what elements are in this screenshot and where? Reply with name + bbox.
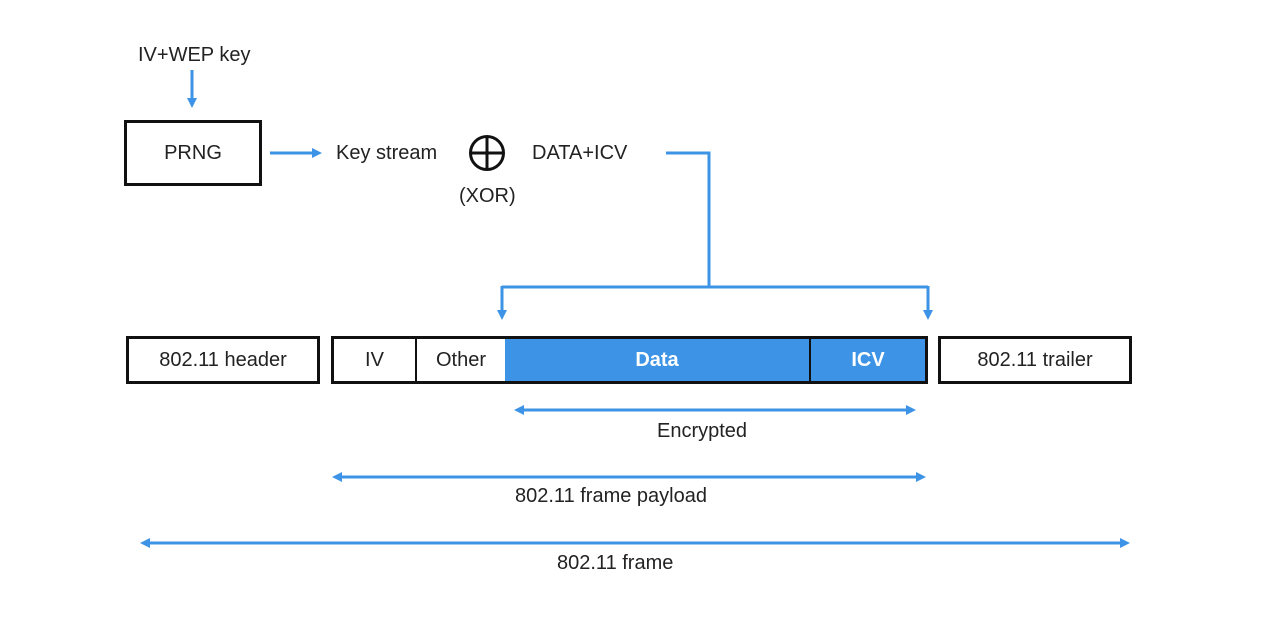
payload-segment-icv: ICV	[811, 339, 925, 381]
encrypted-span-label: Encrypted	[657, 420, 748, 442]
payload-span-label: 802.11 frame payload	[515, 485, 707, 507]
payload-segment-data-label: Data	[635, 348, 679, 371]
payload-segment-other-label: Other	[435, 348, 487, 371]
frame-trailer-label: 802.11 trailer	[977, 348, 1093, 371]
payload-segment-data: Data	[505, 339, 811, 381]
data-icv-label: DATA+ICV	[532, 142, 628, 164]
circled-plus-icon	[469, 135, 505, 171]
frame-header-label: 802.11 header	[159, 348, 287, 371]
key-stream-label: Key stream	[336, 142, 438, 164]
prng-label: PRNG	[164, 141, 222, 164]
payload-segment-other: Other	[417, 339, 505, 381]
wep-key-input-label: IV+WEP key	[138, 44, 251, 66]
frame-span-label: 802.11 frame	[557, 552, 674, 574]
frame-trailer-box: 802.11 trailer	[938, 336, 1132, 384]
payload-segment-iv-label: IV	[365, 348, 384, 371]
frame-header-box: 802.11 header	[126, 336, 320, 384]
payload-segment-iv: IV	[334, 339, 417, 381]
prng-box: PRNG	[124, 120, 262, 186]
xor-label: (XOR)	[459, 185, 516, 207]
frame-payload-box: IV Other Data ICV	[331, 336, 928, 384]
payload-segment-icv-label: ICV	[851, 348, 885, 371]
xor-output-connector	[666, 151, 711, 287]
